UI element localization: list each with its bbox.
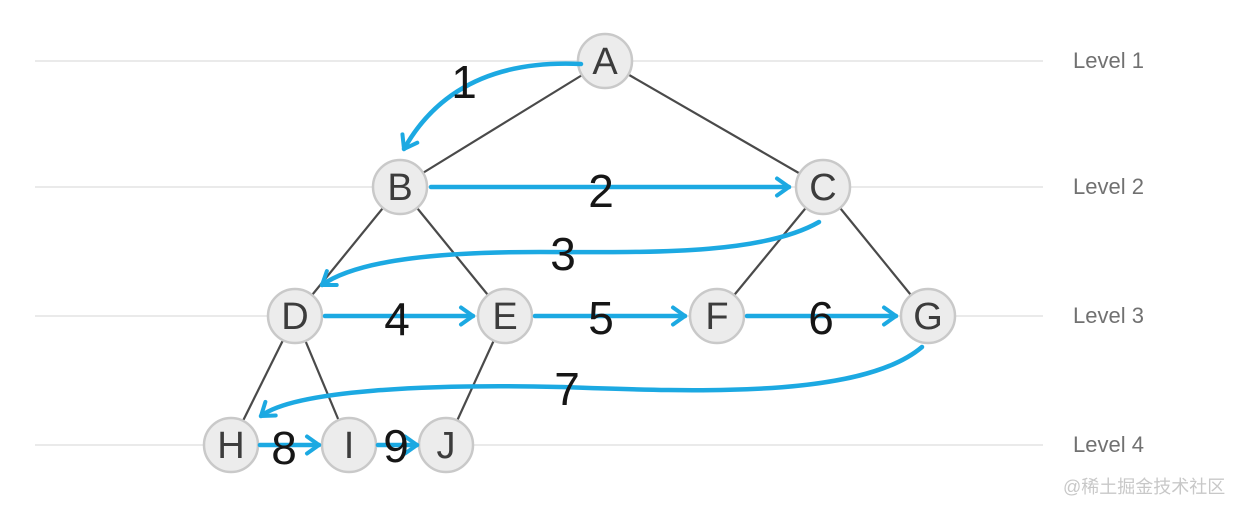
level-label-1: Level 1 <box>1073 48 1144 73</box>
node-label-G: G <box>913 296 943 338</box>
node-circle-E <box>476 287 534 345</box>
tree-node-C: C <box>794 158 852 216</box>
node-circle-C <box>794 158 852 216</box>
watermark: @稀土掘金技术社区 <box>1063 477 1226 497</box>
traversal-arrow-7-G-to-H <box>258 344 925 419</box>
traversal-order-label-7: 7 <box>554 363 580 415</box>
tree-edge-A-B <box>399 60 606 188</box>
tree-node-J: J <box>417 416 475 474</box>
node-circle-F <box>688 287 746 345</box>
traversal-order-label-5: 5 <box>588 292 614 344</box>
traversal-order-label-2: 2 <box>588 165 614 217</box>
node-label-F: F <box>705 296 728 338</box>
node-circle-G <box>899 287 957 345</box>
traversal-order-label-9: 9 <box>383 420 409 472</box>
tree-node-D: D <box>266 287 324 345</box>
tree-edge-A-C <box>604 60 824 188</box>
node-label-B: B <box>387 167 412 209</box>
tree-node-H: H <box>202 416 260 474</box>
tree-node-B: B <box>371 158 429 216</box>
level-label-4: Level 4 <box>1073 432 1144 457</box>
tree-node-A: A <box>576 32 634 90</box>
tree-node-G: G <box>899 287 957 345</box>
tree-node-E: E <box>476 287 534 345</box>
traversal-order-label-4: 4 <box>384 293 410 345</box>
level-label-3: Level 3 <box>1073 303 1144 328</box>
node-label-A: A <box>592 41 618 83</box>
traversal-arrow-3-C-to-D <box>319 219 822 288</box>
traversal-order-label-1: 1 <box>451 56 477 108</box>
traversal-order-label-8: 8 <box>271 422 297 474</box>
node-label-J: J <box>437 425 456 467</box>
level-label-2: Level 2 <box>1073 174 1144 199</box>
node-circle-B <box>371 158 429 216</box>
node-circle-D <box>266 287 324 345</box>
traversal-arrow-1-A-to-B <box>400 61 584 152</box>
node-label-H: H <box>217 425 244 467</box>
node-label-C: C <box>809 167 836 209</box>
node-label-I: I <box>344 425 355 467</box>
traversal-order-label-3: 3 <box>550 228 576 280</box>
tree-node-F: F <box>688 287 746 345</box>
node-circle-A <box>576 32 634 90</box>
node-label-E: E <box>492 296 517 338</box>
node-label-D: D <box>281 296 308 338</box>
traversal-order-label-6: 6 <box>808 292 834 344</box>
tree-node-I: I <box>320 416 378 474</box>
